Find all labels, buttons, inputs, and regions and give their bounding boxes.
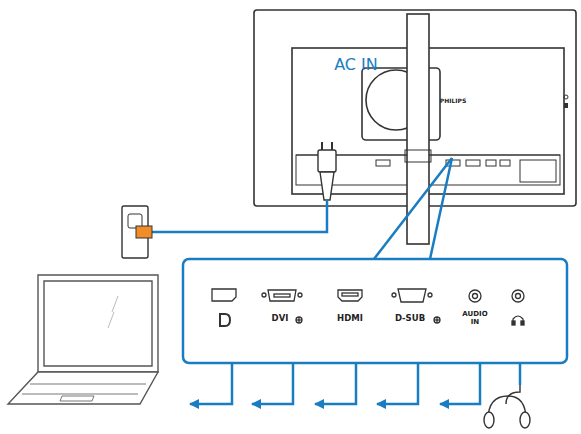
laptop — [8, 275, 158, 404]
power-label: AC IN — [334, 56, 378, 74]
port-icons — [212, 289, 524, 326]
port-label: DVI — [272, 314, 289, 323]
port-callout — [183, 158, 567, 363]
port-label: D-SUB — [395, 314, 425, 323]
brand-label: PHILIPS — [440, 98, 466, 105]
headphones — [484, 385, 530, 428]
port-label: HDMI — [337, 314, 363, 323]
cable-arrows — [190, 363, 520, 404]
monitor-rear — [254, 10, 576, 244]
power-cord — [122, 142, 336, 258]
port-label: AUDIO IN — [460, 311, 490, 326]
